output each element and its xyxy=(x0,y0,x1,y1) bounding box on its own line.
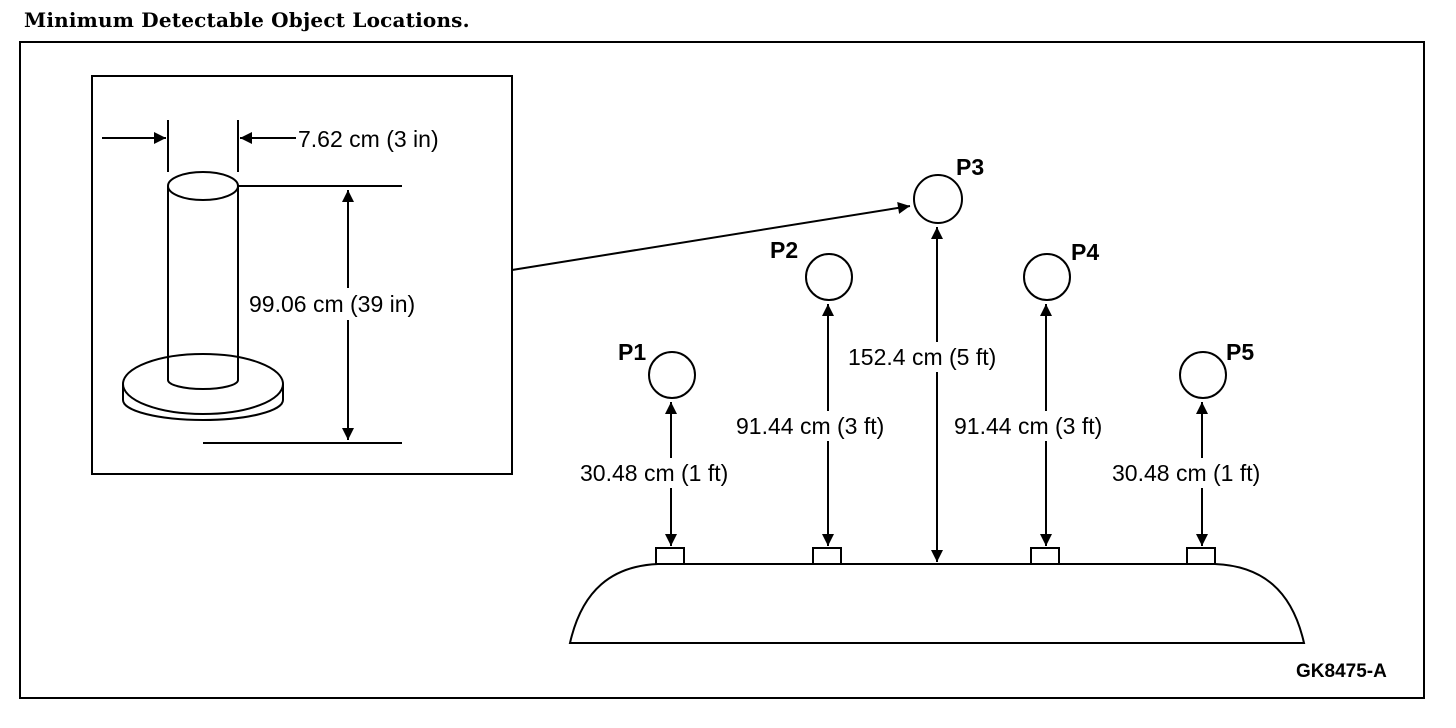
distance-label-p3: 152.4 cm (5 ft) xyxy=(848,344,996,370)
inset-detail: 7.62 cm (3 in) 99.06 cm (39 in) xyxy=(91,75,513,475)
figure-code: GK8475-A xyxy=(1296,661,1387,682)
distance-label-p1: 30.48 cm (1 ft) xyxy=(580,460,728,486)
diameter-label: 7.62 cm (3 in) xyxy=(298,126,439,152)
inset-leader-arrow xyxy=(511,201,911,271)
distance-label-p2: 91.44 cm (3 ft) xyxy=(736,413,884,439)
point-label-p3: P3 xyxy=(956,154,984,180)
test-object-base xyxy=(122,384,284,421)
inset-frame xyxy=(91,75,513,475)
point-label-p1: P1 xyxy=(618,339,646,365)
target-circle-p2 xyxy=(805,253,853,301)
test-object-cylinder xyxy=(167,186,239,390)
target-circle-p1 xyxy=(648,351,696,399)
sensor-p4 xyxy=(1030,547,1060,565)
outer-frame xyxy=(19,41,1425,699)
diagram-title: Minimum Detectable Object Locations. xyxy=(24,8,470,32)
distance-label-p4: 91.44 cm (3 ft) xyxy=(954,413,1102,439)
target-circle-p4 xyxy=(1023,253,1071,301)
point-label-p5: P5 xyxy=(1226,339,1254,365)
sensor-p5 xyxy=(1186,547,1216,565)
height-label: 99.06 cm (39 in) xyxy=(249,291,415,317)
point-label-p4: P4 xyxy=(1071,239,1099,265)
test-object-top xyxy=(167,171,239,201)
sensor-p1 xyxy=(655,547,685,565)
target-circle-p5 xyxy=(1179,351,1227,399)
vehicle-bumper xyxy=(568,563,1306,644)
test-object-base-top xyxy=(122,353,284,415)
point-label-p2: P2 xyxy=(770,237,798,263)
target-circle-p3 xyxy=(913,174,963,224)
sensor-p2 xyxy=(812,547,842,565)
distance-label-p5: 30.48 cm (1 ft) xyxy=(1112,460,1260,486)
